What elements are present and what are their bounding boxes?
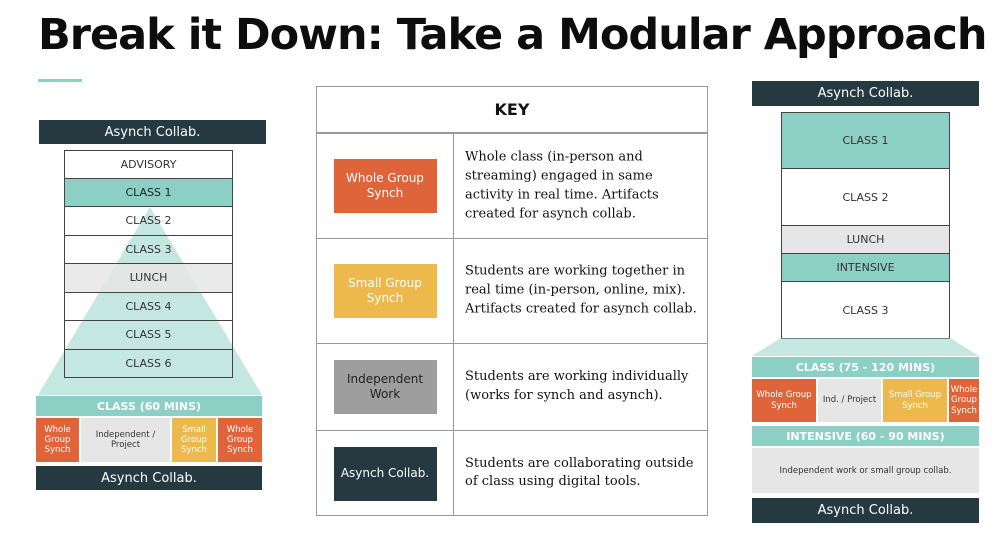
- right-row-class-3: CLASS 3: [842, 303, 889, 317]
- right-asynch-collab-top: Asynch Collab.: [752, 81, 979, 106]
- right-schedule-rows: CLASS 1 CLASS 2 LUNCH INTENSIVE CLASS 3: [781, 112, 950, 339]
- right-intensive-desc: Independent work or small group collab.: [752, 448, 979, 493]
- key-desc-independent: Students are working individually (works…: [465, 369, 689, 403]
- right-row-class-1: CLASS 1: [782, 113, 949, 169]
- right-row-class-2: CLASS 2: [782, 169, 949, 226]
- left-row-class-2: CLASS 2: [64, 207, 233, 236]
- left-block-whole-group-2: Whole Group Synch: [218, 418, 262, 462]
- right-block-small-group: Small Group Synch: [883, 379, 947, 422]
- right-class-bar: CLASS (75 - 120 MINS): [752, 357, 979, 377]
- key-swatch-asynch: Asynch Collab.: [333, 446, 437, 501]
- left-row-class-4: CLASS 4: [64, 292, 233, 321]
- key-swatch-cell: Small Group Synch: [317, 239, 454, 343]
- left-class-bar: CLASS (60 MINS): [36, 396, 262, 416]
- left-row-class-3: CLASS 3: [64, 235, 233, 264]
- key-desc-small-group: Students are working together in real ti…: [465, 263, 697, 317]
- key-row-whole-group: Whole Group Synch Whole class (in-person…: [317, 133, 707, 238]
- left-block-independent: Independent / Project: [81, 418, 170, 462]
- left-asynch-collab-bottom: Asynch Collab.: [36, 466, 262, 490]
- left-row-class-6: CLASS 6: [64, 349, 233, 378]
- left-row-class-5: CLASS 5: [64, 321, 233, 350]
- key-swatch-small-group: Small Group Synch: [333, 264, 437, 318]
- key-row-small-group: Small Group Synch Students are working t…: [317, 238, 707, 343]
- left-row-class-1: CLASS 1: [64, 178, 233, 207]
- right-row-intensive: INTENSIVE: [782, 254, 949, 282]
- right-asynch-collab-bottom: Asynch Collab.: [752, 498, 979, 523]
- left-row-advisory: ADVISORY: [64, 150, 233, 179]
- key-swatch-cell: Independent Work: [317, 344, 454, 430]
- right-class-blocks: Whole Group Synch Ind. / Project Small G…: [752, 379, 979, 422]
- key-desc-whole-group: Whole class (in-person and streaming) en…: [465, 149, 659, 221]
- right-intensive-bar: INTENSIVE (60 - 90 MINS): [752, 426, 979, 446]
- left-schedule-rows: ADVISORY CLASS 1 CLASS 2 CLASS 3 LUNCH C…: [64, 150, 233, 378]
- key-swatch-whole-group: Whole Group Synch: [333, 159, 437, 213]
- left-block-whole-group: Whole Group Synch: [36, 418, 79, 462]
- key-row-independent: Independent Work Students are working in…: [317, 343, 707, 430]
- key-row-asynch: Asynch Collab. Students are collaboratin…: [317, 430, 707, 516]
- left-pyramid-shape: [38, 207, 262, 395]
- page-title: Break it Down: Take a Modular Approach: [38, 10, 987, 60]
- title-accent-line: [38, 79, 82, 82]
- key-swatch-cell: Whole Group Synch: [317, 134, 454, 238]
- right-row-lunch: LUNCH: [782, 226, 949, 254]
- key-heading: KEY: [317, 87, 707, 133]
- left-row-lunch: LUNCH: [64, 264, 233, 293]
- right-block-whole-group-2: Whole Group Synch: [949, 379, 979, 422]
- left-block-small-group: Small Group Synch: [172, 418, 216, 462]
- left-class-blocks: Whole Group Synch Independent / Project …: [36, 418, 262, 462]
- right-block-independent: Ind. / Project: [818, 379, 881, 422]
- right-expand-shape: [752, 338, 979, 356]
- left-asynch-collab-top: Asynch Collab.: [39, 120, 266, 144]
- key-swatch-independent: Independent Work: [333, 360, 437, 414]
- key-swatch-cell: Asynch Collab.: [317, 431, 454, 516]
- key-desc-asynch: Students are collaborating outside of cl…: [465, 455, 694, 490]
- key-table: KEY Whole Group Synch Whole class (in-pe…: [316, 86, 708, 516]
- right-block-whole-group: Whole Group Synch: [752, 379, 816, 422]
